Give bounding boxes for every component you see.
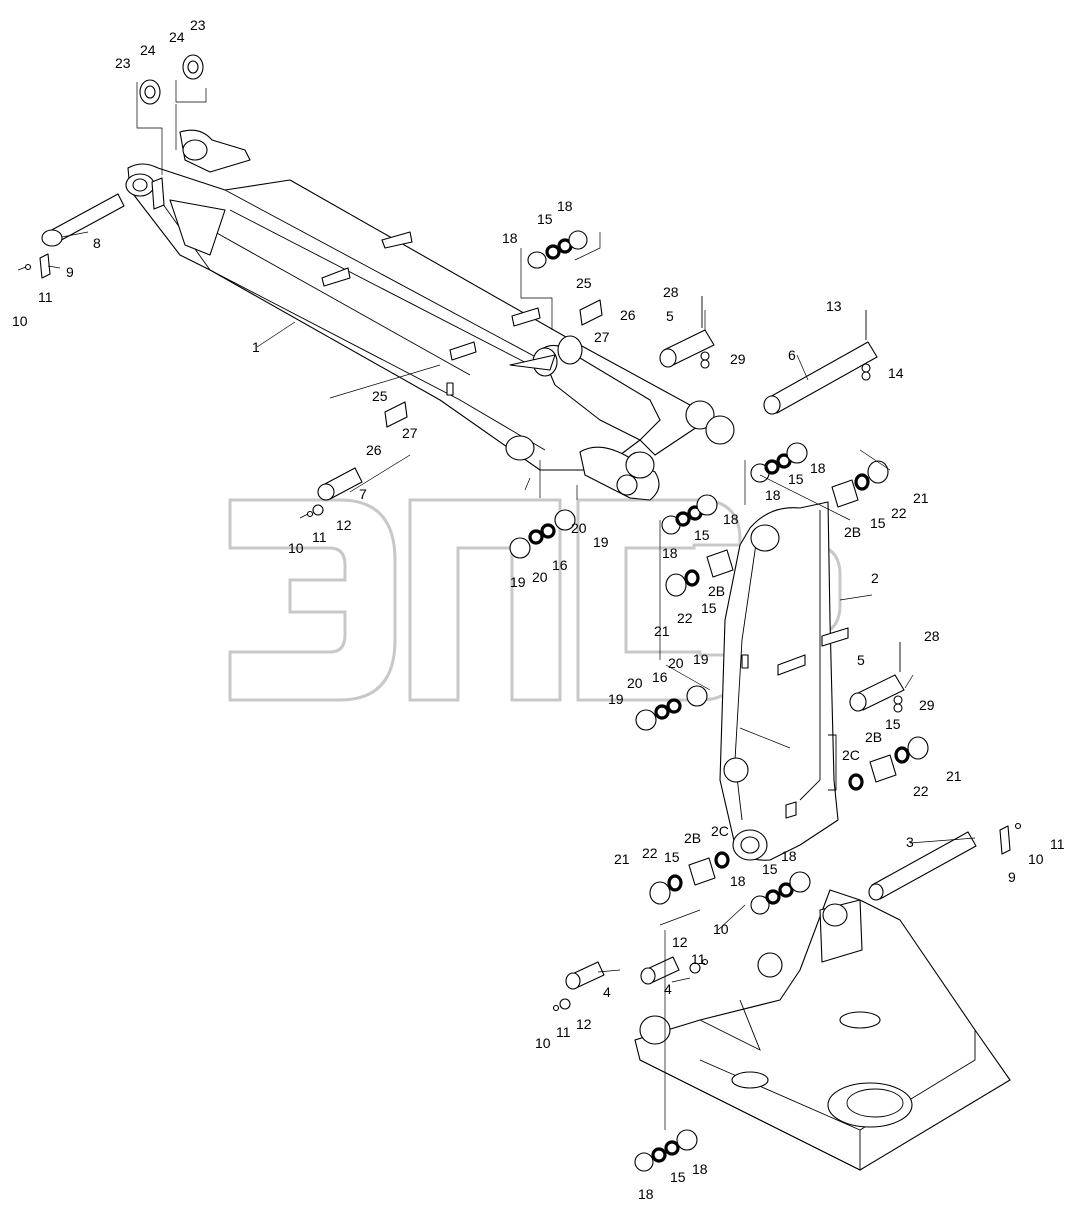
callout-2B: 2B <box>844 524 861 540</box>
callout-14: 14 <box>888 365 904 381</box>
callout-18: 18 <box>662 545 678 561</box>
callout-10: 10 <box>535 1035 551 1051</box>
callout-15: 15 <box>762 861 778 877</box>
callout-15: 15 <box>701 600 717 616</box>
callout-12: 12 <box>576 1016 592 1032</box>
callout-9: 9 <box>1008 869 1016 885</box>
callout-21: 21 <box>913 490 929 506</box>
main-boom <box>125 129 735 501</box>
callout-23: 23 <box>190 17 206 33</box>
pins <box>41 193 977 990</box>
callout-22: 22 <box>642 845 658 861</box>
callout-13: 13 <box>826 298 842 314</box>
callout-22: 22 <box>677 610 693 626</box>
callout-21: 21 <box>946 768 962 784</box>
callout-26: 26 <box>366 442 382 458</box>
callout-10: 10 <box>1028 851 1044 867</box>
callout-20: 20 <box>571 520 587 536</box>
callout-2B: 2B <box>708 583 725 599</box>
callout-1: 1 <box>252 339 260 355</box>
callout-7: 7 <box>359 486 367 502</box>
arm <box>719 501 849 861</box>
callout-18: 18 <box>557 198 573 214</box>
callout-27: 27 <box>402 425 418 441</box>
callout-11: 11 <box>38 289 53 305</box>
callout-3: 3 <box>906 834 914 850</box>
callout-18: 18 <box>692 1161 708 1177</box>
callout-5: 5 <box>857 652 865 668</box>
callout-26: 26 <box>620 307 636 323</box>
callout-25: 25 <box>372 388 388 404</box>
callout-19: 19 <box>510 574 526 590</box>
callout-22: 22 <box>913 783 929 799</box>
callout-25: 25 <box>576 275 592 291</box>
callout-24: 24 <box>169 29 185 45</box>
callout-2C: 2C <box>842 747 860 763</box>
callout-10: 10 <box>713 921 729 937</box>
callout-19: 19 <box>608 691 624 707</box>
callout-29: 29 <box>919 697 935 713</box>
callout-12: 12 <box>336 517 352 533</box>
leader-lines <box>47 80 976 1130</box>
callout-2B: 2B <box>865 729 882 745</box>
callout-18: 18 <box>781 848 797 864</box>
callout-16: 16 <box>552 557 568 573</box>
callout-8: 8 <box>93 235 101 251</box>
callout-20: 20 <box>532 569 548 585</box>
callout-11: 11 <box>556 1024 571 1040</box>
callout-10: 10 <box>288 540 304 556</box>
callout-29: 29 <box>730 351 746 367</box>
callout-18: 18 <box>765 487 781 503</box>
callout-15: 15 <box>870 515 886 531</box>
callout-19: 19 <box>593 534 609 550</box>
hardware <box>17 253 1022 1012</box>
callout-6: 6 <box>788 347 796 363</box>
callout-22: 22 <box>891 505 907 521</box>
callout-15: 15 <box>694 527 710 543</box>
callout-15: 15 <box>670 1169 686 1185</box>
callout-2C: 2C <box>711 823 729 839</box>
callout-20: 20 <box>627 675 643 691</box>
callout-5: 5 <box>666 308 674 324</box>
callout-19: 19 <box>693 651 709 667</box>
callout-15: 15 <box>885 716 901 732</box>
callout-2B: 2B <box>684 830 701 846</box>
callout-24: 24 <box>140 42 156 58</box>
callout-15: 15 <box>788 471 804 487</box>
callout-4: 4 <box>603 984 611 1000</box>
callout-labels: 23 24 24 23 8 9 11 10 1 18 15 18 25 26 2… <box>12 17 1065 1202</box>
callout-12: 12 <box>672 934 688 950</box>
callout-28: 28 <box>663 284 679 300</box>
callout-16: 16 <box>652 669 668 685</box>
boom-base-bracket <box>634 889 1011 1171</box>
callout-18: 18 <box>730 873 746 889</box>
callout-23: 23 <box>115 55 131 71</box>
callout-15: 15 <box>537 211 553 227</box>
callout-15: 15 <box>664 849 680 865</box>
callout-11: 11 <box>1050 836 1065 852</box>
callout-18: 18 <box>638 1186 654 1202</box>
callout-21: 21 <box>654 623 670 639</box>
callout-2: 2 <box>871 570 879 586</box>
callout-20: 20 <box>668 655 684 671</box>
callout-11: 11 <box>312 529 327 545</box>
callout-18: 18 <box>502 230 518 246</box>
callout-10: 10 <box>12 313 28 329</box>
callout-4: 4 <box>664 981 672 997</box>
callout-21: 21 <box>614 851 630 867</box>
callout-18: 18 <box>723 511 739 527</box>
callout-18: 18 <box>810 460 826 476</box>
callout-28: 28 <box>924 628 940 644</box>
callout-27: 27 <box>594 329 610 345</box>
callout-9: 9 <box>66 264 74 280</box>
callout-11: 11 <box>691 951 706 967</box>
